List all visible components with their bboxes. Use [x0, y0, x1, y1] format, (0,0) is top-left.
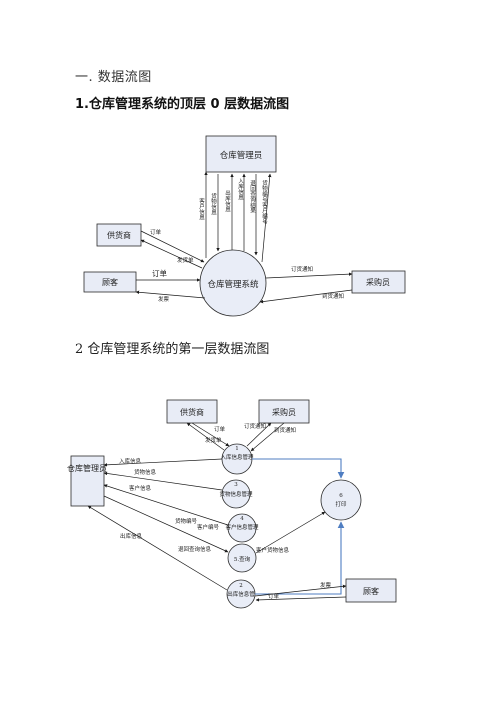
flow-label-order: 订单: [214, 425, 226, 433]
process-label: 客户信息管理: [225, 523, 259, 531]
entity2-warehouse-manager: 仓库管理员: [67, 455, 107, 507]
flow-label-delivery: 发货单: [205, 436, 222, 444]
top-level-dfd-title: 1.仓库管理系统的顶层 0 层数据流图: [75, 97, 290, 112]
flow-label-return-query: 退回查询信息: [178, 545, 212, 553]
flow-label-order-notice: 订货通知: [244, 422, 266, 430]
flow-line: [259, 289, 353, 304]
entity-label: 仓库管理员: [220, 150, 263, 161]
process-label: 入库信息管理: [220, 453, 254, 461]
flow-label-order-notice: 订货通知: [291, 265, 313, 273]
process-6-print: 6 打印: [320, 479, 362, 521]
flow-label-outbound-info: 出库信息: [224, 189, 231, 213]
entity-customer: 顾客: [83, 271, 137, 293]
entity2-supplier: 供货商: [166, 399, 218, 424]
process-label: 打印: [335, 500, 347, 508]
flow-line: [103, 471, 223, 491]
section-heading: 一. 数据流图: [75, 70, 152, 85]
flow-line: [250, 422, 285, 452]
flow-line: [191, 422, 230, 447]
flow-line: [254, 584, 347, 597]
flow-label-return-query: 退回查询结果: [249, 179, 256, 215]
flow-label-order2: 订单: [268, 592, 280, 600]
entity-label: 采购员: [272, 407, 296, 417]
entity-label: 采购员: [366, 277, 390, 287]
flow-line: [140, 239, 203, 269]
process-warehouse-system: 仓库管理系统: [199, 249, 267, 317]
entity-label: 顾客: [363, 586, 379, 596]
flow-label-customer-info: 客户信息: [129, 484, 152, 492]
flow-label-arrival-notice: 到货通知: [322, 292, 344, 300]
flow-line: [135, 290, 206, 299]
flow-label-goods-no: 货物编号: [175, 517, 198, 525]
svg-text:3: 3: [234, 482, 238, 488]
process-label: 货物信息管理: [219, 490, 253, 498]
flow-label-inbound-info: 入库信息: [237, 178, 244, 200]
flow-line: [103, 495, 229, 553]
process-label: 仓库管理系统: [207, 279, 259, 290]
flow-line: [255, 596, 347, 602]
flow-line: [140, 230, 205, 263]
entity-label: 仓库管理员: [67, 463, 107, 473]
flow-label-supplier-delivery: 发货单: [177, 256, 194, 264]
flow-line-blue: [252, 458, 345, 479]
flow-label-goods-info: 货物信息: [134, 468, 157, 476]
flow-label-outbound-info: 出库信息: [120, 532, 143, 540]
entity-label: 供货商: [180, 407, 204, 417]
entity2-buyer: 采购员: [258, 399, 310, 424]
flow-label-supplier-order: 订单: [150, 228, 162, 236]
process-1-inbound: 1 入库信息管理: [220, 443, 254, 475]
process-5-query: 5.查询: [227, 543, 257, 573]
entity-supplier: 供货商: [96, 223, 142, 247]
flow-line-blue: [255, 521, 345, 595]
flow-label-goods-info: 货物信息: [210, 192, 217, 216]
flow-label-customer-info: 客户信息: [198, 197, 205, 221]
process-label: 出库信息管: [227, 590, 255, 598]
svg-text:1: 1: [235, 446, 239, 452]
flow-line: [186, 422, 225, 451]
flow-line: [255, 511, 326, 554]
entity-warehouse-manager: 仓库管理员: [205, 135, 277, 173]
flow-label-arrival-notice: 到货通知: [274, 426, 296, 434]
flow-label-invoice: 发票: [320, 581, 332, 589]
process-4-customer: 4 客户信息管理: [225, 513, 259, 543]
flow-line: [87, 505, 228, 591]
flow-line: [103, 484, 229, 526]
flow-line: [265, 272, 353, 279]
svg-text:4: 4: [240, 516, 244, 522]
process-3-goods: 3 货物信息管理: [219, 479, 253, 509]
flow-label-customer-goods-info: 客户货物信息: [256, 546, 290, 554]
svg-text:6: 6: [339, 493, 343, 499]
flow-label-goods-customer-no: 货物编号客户编号: [261, 179, 268, 226]
process-label: 5.查询: [234, 555, 251, 563]
entity2-customer: 顾客: [345, 578, 397, 603]
flow-line: [261, 173, 272, 263]
flow-label-customer-order: 订单: [152, 268, 167, 278]
first-level-dfd-title: 2 仓库管理系统的第一层数据流图: [75, 342, 270, 357]
entity-label: 供货商: [107, 230, 131, 240]
flow-line: [246, 422, 272, 447]
flow-label-customer-invoice: 发票: [158, 295, 170, 303]
flow-label-inbound-info: 入库信息: [119, 457, 142, 465]
flow-label-customer-no: 客户编号: [197, 523, 220, 531]
entity-label: 顾客: [102, 277, 118, 287]
svg-text:2: 2: [239, 583, 243, 589]
entity-buyer: 采购员: [351, 270, 406, 294]
flow-line: [103, 458, 223, 467]
process-2-outbound: 2 出库信息管: [226, 579, 256, 609]
